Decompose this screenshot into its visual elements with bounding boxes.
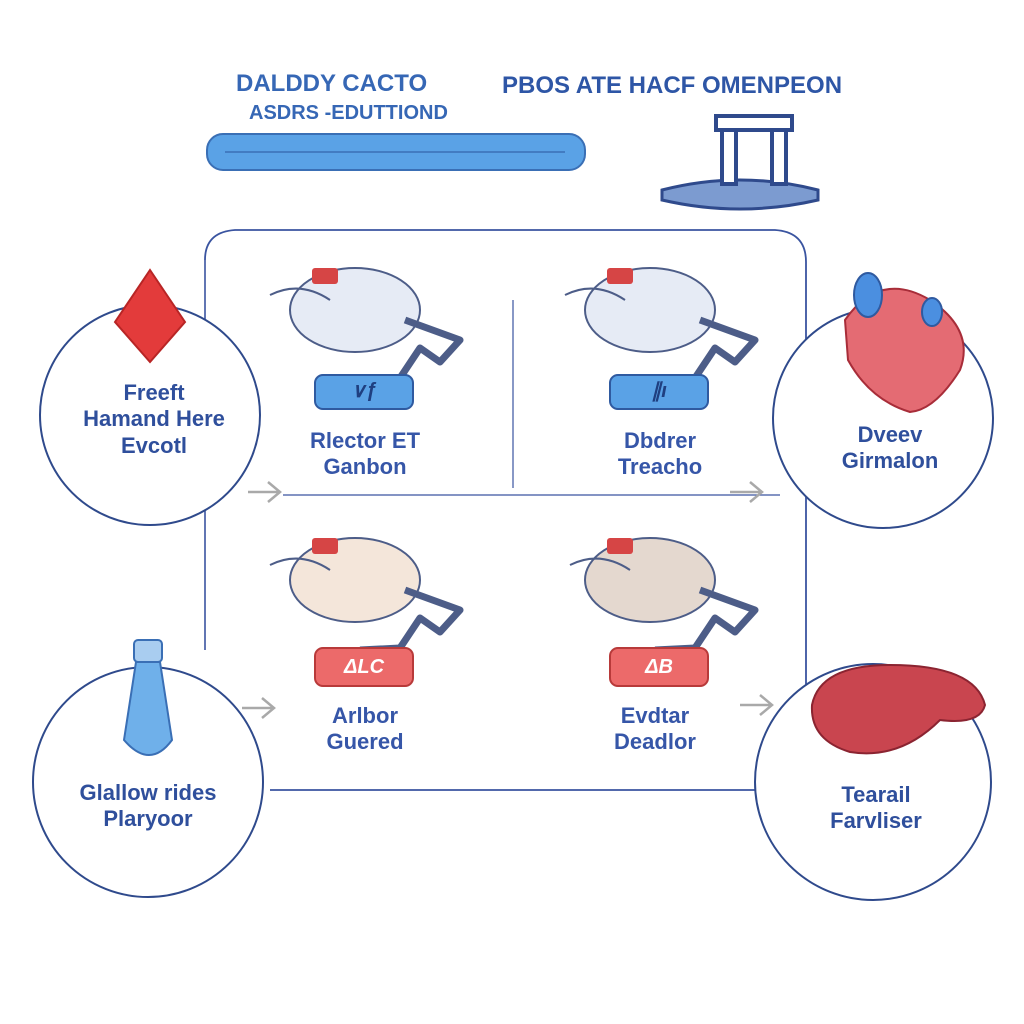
red-organ-icon [810, 663, 987, 755]
device-sketch-4 [569, 537, 759, 687]
item-label-line: Ganbon [323, 454, 407, 480]
node-label-line: Farvliser [830, 808, 922, 834]
item-label-4: Evdtar Deadlor [555, 703, 755, 756]
stand-icon [660, 114, 820, 211]
node-label-line: Hamand Here [83, 406, 225, 432]
item-badge-3: ΔLC [343, 656, 385, 678]
device-sketch-2 [564, 267, 759, 410]
item-label-line: Guered [326, 729, 404, 755]
item-label-3: Arlbor Guered [265, 703, 465, 756]
item-label-line: Evdtar [620, 703, 690, 728]
node-label-line: Plaryoor [103, 806, 193, 832]
header-title-right: PBOS ATE HACF OMENPEON [502, 72, 843, 99]
item-label-1: Rlector ET Ganbon [265, 428, 465, 481]
device-sketch-3 [269, 537, 464, 687]
item-badge-1: ∨ƒ [351, 380, 377, 402]
item-label-line: Rlector ET [309, 428, 421, 453]
node-label-line: Girmalon [841, 448, 939, 474]
center-frame [204, 229, 807, 791]
node-label-line: Dveev [857, 422, 923, 447]
item-badge-2: ∥ı [651, 380, 667, 402]
node-label-line: Tearail [841, 782, 911, 807]
node-label-bottom-right: Tearail Farvliser [766, 782, 986, 835]
item-label-line: Treacho [617, 454, 703, 480]
heart-organ-icon [843, 272, 965, 414]
item-label-line: Dbdrer [623, 428, 697, 453]
bottle-icon [122, 639, 174, 756]
node-label-line: Freeft [123, 380, 185, 405]
header-title-left-2: ASDRS -EDUTTIOND [249, 102, 448, 124]
node-label-line: Glallow rides [79, 780, 217, 805]
device-sketch-1 [269, 267, 464, 410]
item-label-2: Dbdrer Treacho [560, 428, 760, 481]
header-title-left-1: DALDDY CACTO [236, 70, 428, 97]
red-gem-icon [113, 268, 187, 364]
node-label-line: Evcotl [120, 432, 188, 458]
node-label-top-right: Dveev Girmalon [780, 422, 1000, 475]
flow-arrows [242, 481, 774, 719]
item-label-line: Arlbor [332, 703, 398, 728]
item-badge-4: ΔB [645, 656, 673, 678]
node-label-top-left: Freeft Hamand Here Evcotl [44, 380, 264, 459]
node-label-bottom-left: Glallow rides Plaryoor [38, 780, 258, 833]
item-label-line: Deadlor [614, 729, 696, 755]
